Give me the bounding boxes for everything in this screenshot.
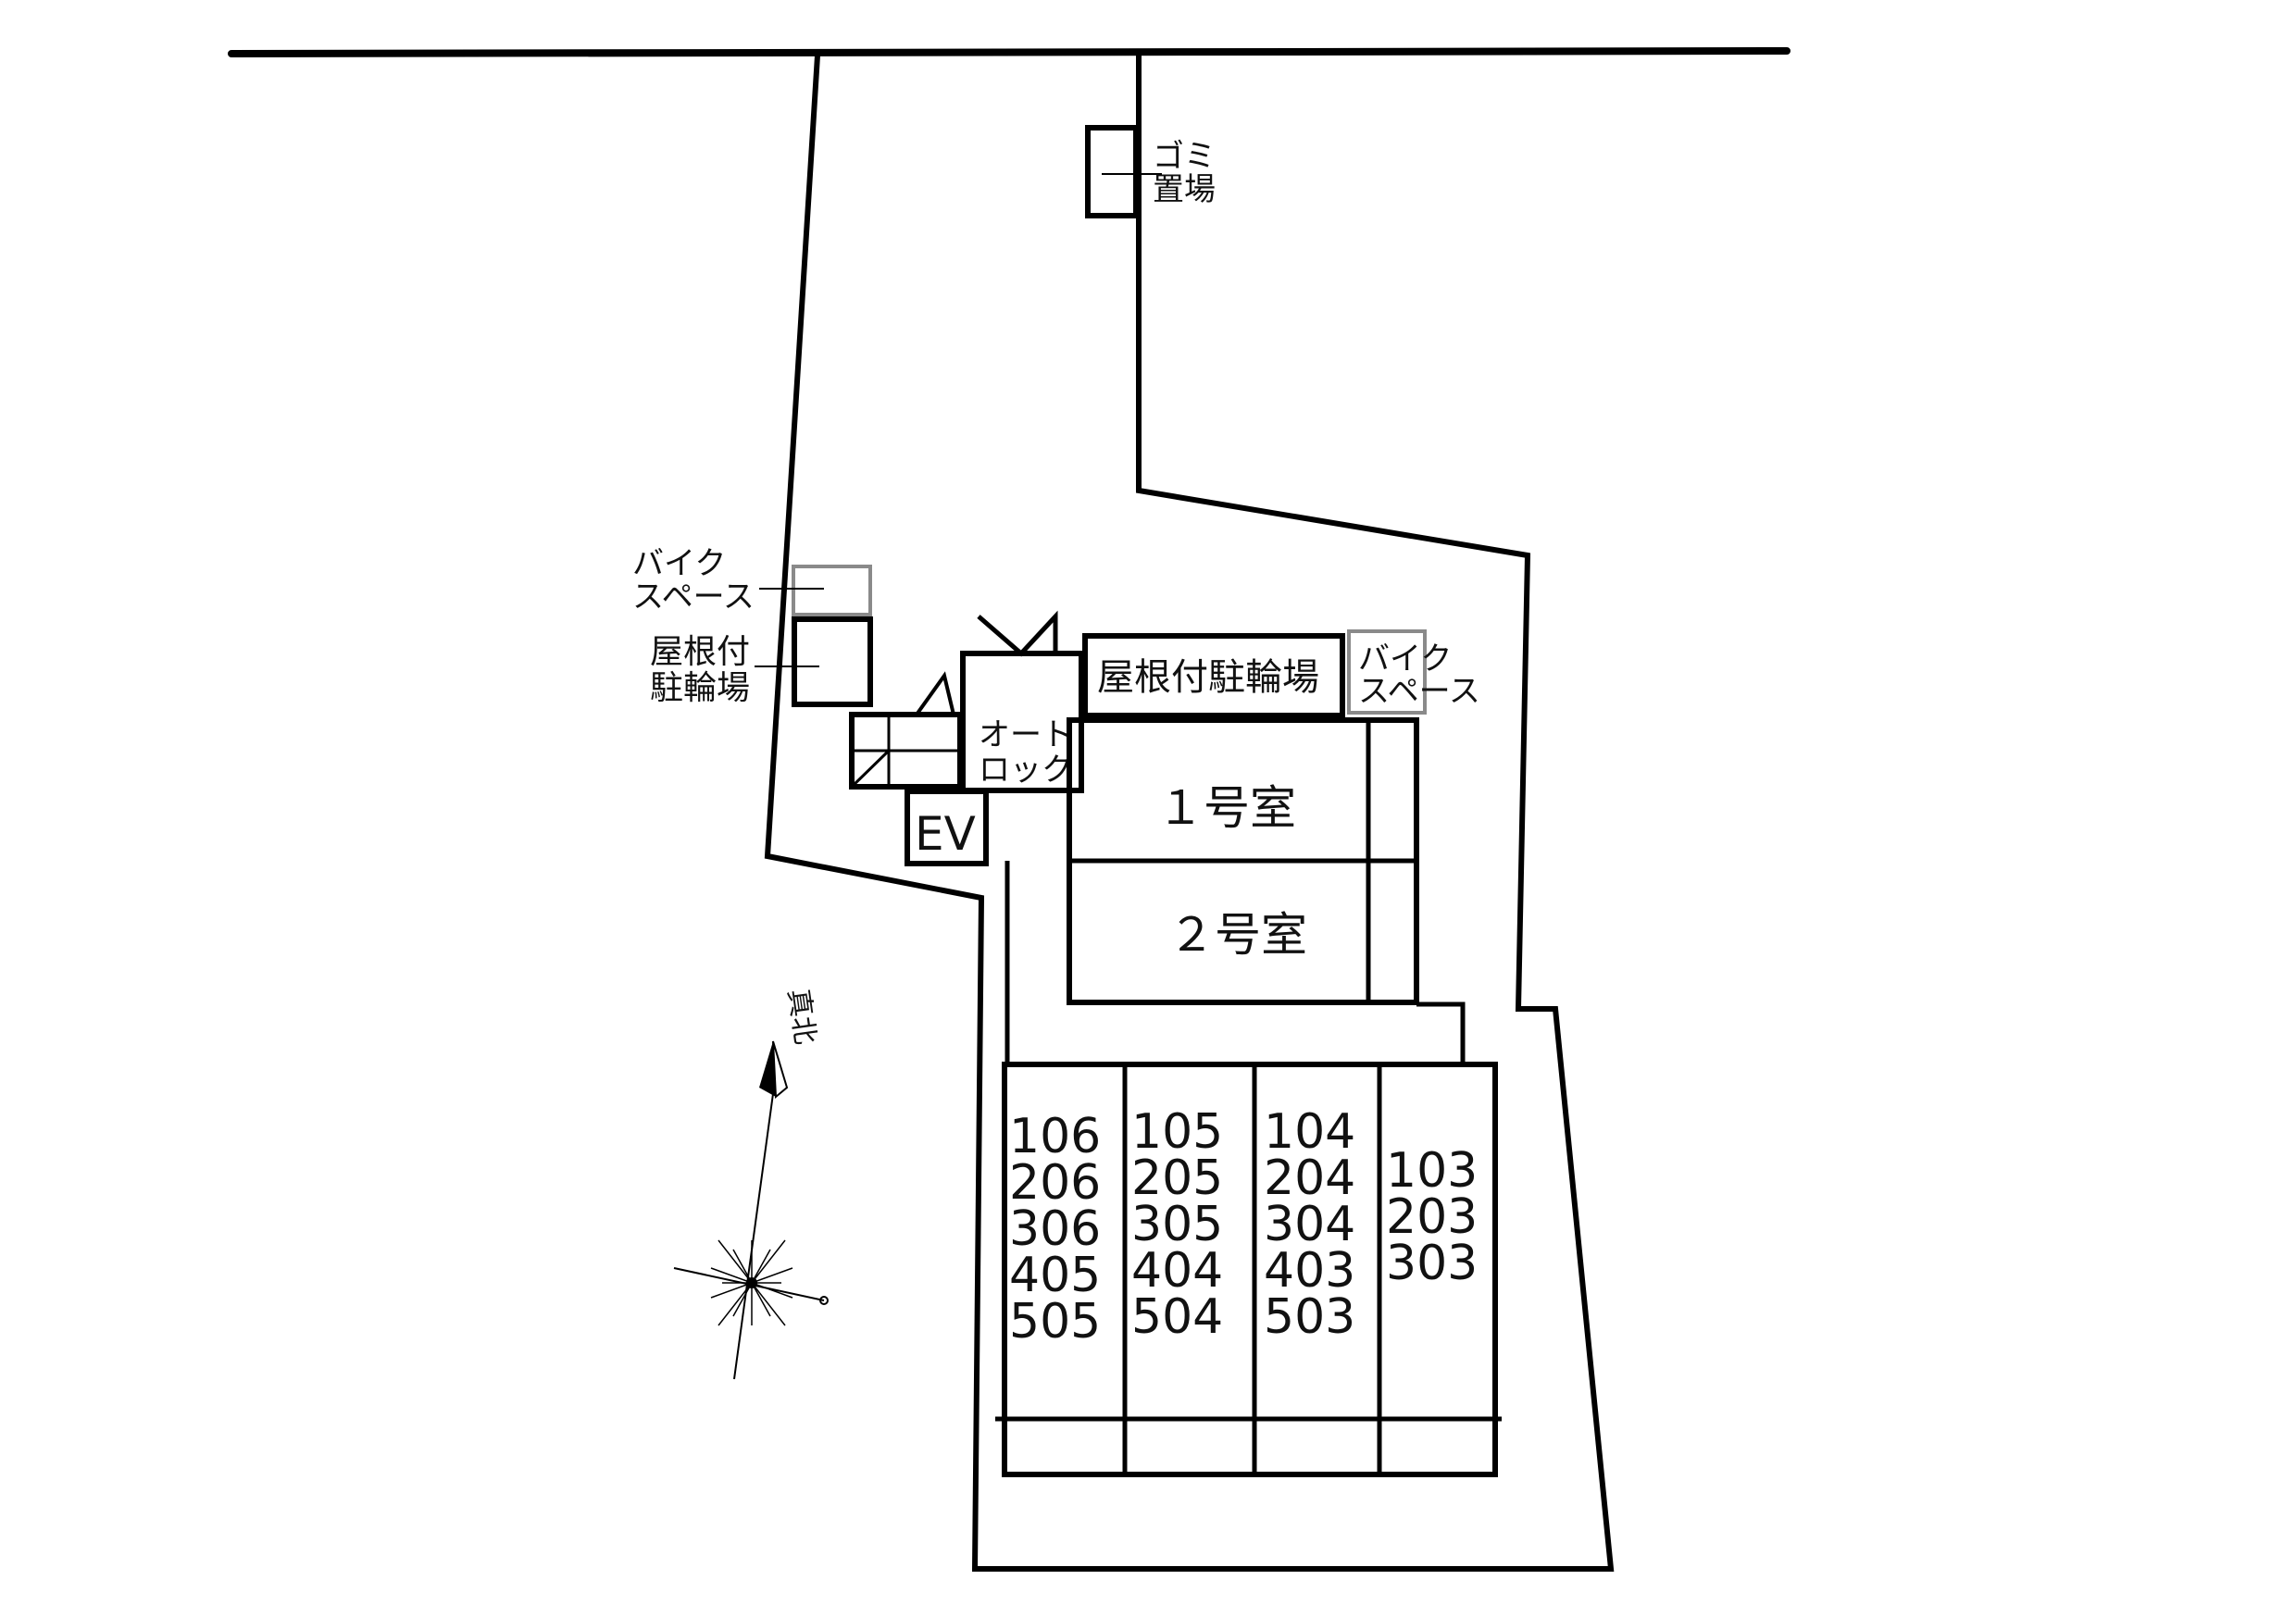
auto-lock-label-1: オート (979, 716, 1073, 753)
bike-space-left-label-1: バイク (632, 545, 726, 582)
parking-label: 405 (1009, 1248, 1101, 1303)
roofed-bicycle-parking-left (792, 616, 873, 707)
parking-label: 404 (1131, 1243, 1223, 1299)
garbage-label-1: ゴミ (1153, 138, 1216, 175)
true-north-label: 真北 (781, 987, 821, 1046)
compass-rose-icon (673, 1040, 829, 1380)
parking-block (995, 1062, 1502, 1477)
room-2-label: ２号室 (1168, 908, 1307, 962)
parking-label: 304 (1264, 1197, 1355, 1252)
parking-label: 403 (1264, 1243, 1355, 1299)
parking-label: 504 (1131, 1289, 1223, 1345)
parking-label: 103 (1386, 1143, 1478, 1199)
roofed-bicycle-parking-top (1082, 633, 1345, 718)
parking-label: 203 (1386, 1189, 1478, 1245)
garbage-area (1085, 125, 1139, 218)
elevator-label: EV (915, 807, 976, 861)
parking-label: 206 (1009, 1155, 1101, 1211)
elevator (905, 789, 989, 866)
parking-label: 105 (1131, 1104, 1223, 1160)
roofed-left-label-2: 駐輪場 (650, 669, 750, 707)
bike-space-right-label-2: スペース (1358, 673, 1480, 710)
room-1-label: １号室 (1157, 781, 1296, 835)
parking-label: 204 (1264, 1151, 1355, 1206)
bike-space-right-label-1: バイク (1358, 641, 1452, 678)
bike-space-left-label-2: スペース (632, 578, 755, 616)
parking-label: 306 (1009, 1201, 1101, 1257)
roofed-left-label-1: 屋根付 (650, 633, 750, 671)
road-line (228, 47, 1791, 57)
bike-space-left (792, 565, 872, 616)
parking-label: 104 (1264, 1104, 1355, 1160)
garbage-label-2: 置場 (1153, 171, 1216, 208)
parking-label: 303 (1386, 1236, 1478, 1291)
parking-label: 305 (1131, 1197, 1223, 1252)
parking-label: 106 (1009, 1109, 1101, 1164)
property-boundary (764, 55, 1615, 1572)
auto-lock-label-2: ロック (979, 752, 1073, 789)
parking-label: 505 (1009, 1294, 1101, 1350)
room-block (1067, 717, 1419, 1005)
parking-label: 205 (1131, 1151, 1223, 1206)
bike-space-right (1347, 629, 1427, 715)
parking-label: 503 (1264, 1289, 1355, 1345)
path-line-right (1416, 1001, 1466, 1064)
roofed-top-label: 屋根付駐輪場 (1097, 656, 1319, 699)
entrance-door-mark (977, 610, 1058, 657)
